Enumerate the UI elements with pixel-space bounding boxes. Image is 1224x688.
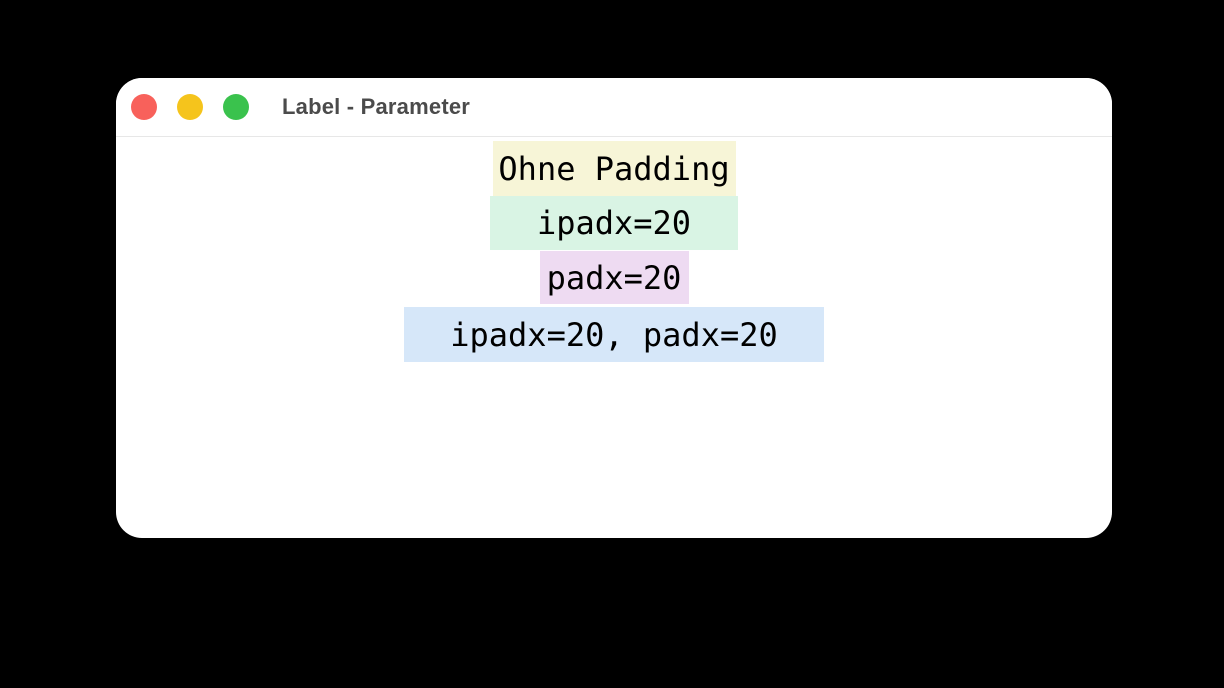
window-content: Ohne Padding ipadx=20 padx=20 ipadx=20, … xyxy=(116,137,1112,362)
close-button[interactable] xyxy=(131,94,157,120)
minimize-button[interactable] xyxy=(177,94,203,120)
label-ipadx-padx: ipadx=20, padx=20 xyxy=(404,307,824,362)
window-title: Label - Parameter xyxy=(282,94,471,119)
title-bar: Label - Parameter xyxy=(116,78,1112,137)
label-no-padding: Ohne Padding xyxy=(492,141,736,196)
zoom-button[interactable] xyxy=(223,94,249,120)
traffic-lights xyxy=(131,94,249,120)
label-padx: padx=20 xyxy=(539,251,689,304)
app-window: Label - Parameter Ohne Padding ipadx=20 … xyxy=(116,78,1112,538)
label-ipadx: ipadx=20 xyxy=(490,196,738,250)
